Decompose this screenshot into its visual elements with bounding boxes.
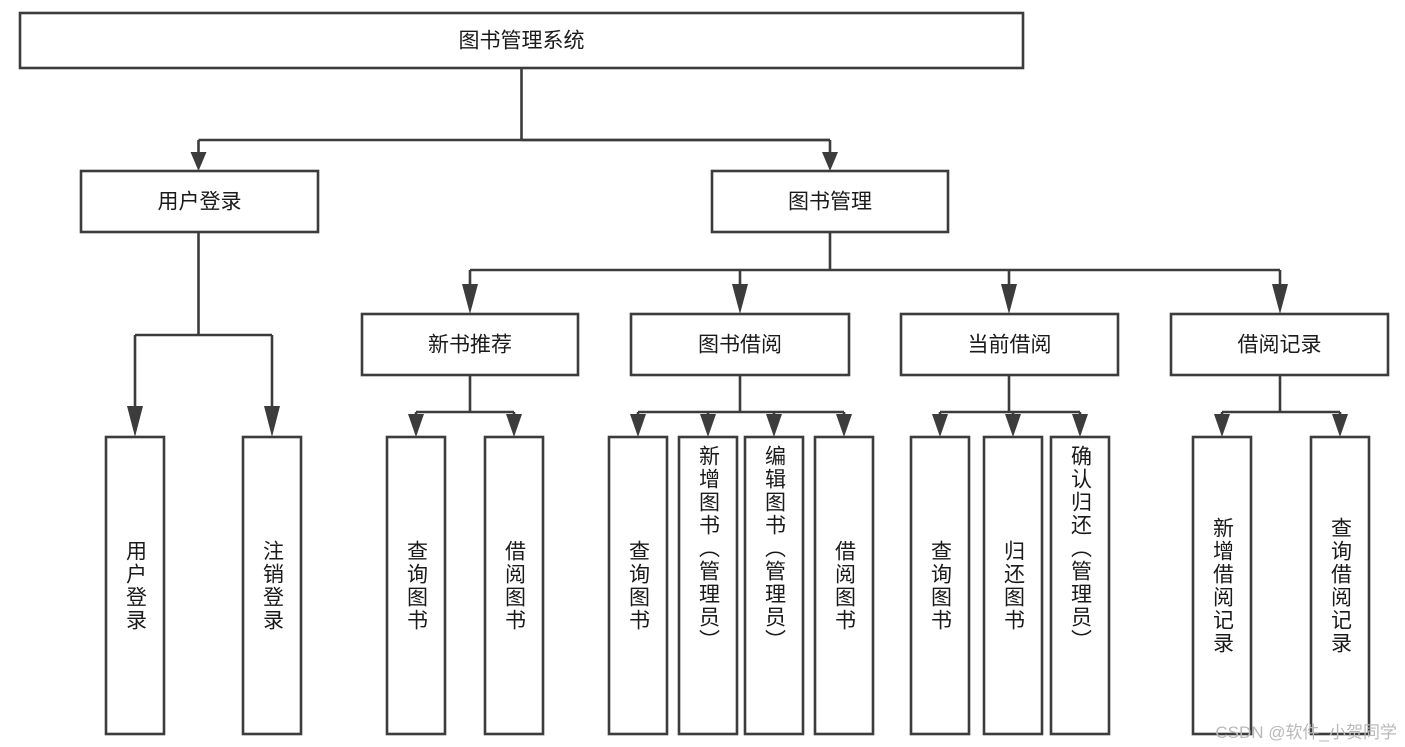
leaf-box-query-book-1[interactable] xyxy=(385,435,447,736)
node-borrowing-records[interactable]: 借阅记录 xyxy=(1169,312,1390,377)
leaf-box-edit-book[interactable] xyxy=(743,435,805,736)
node-user-login-box[interactable] xyxy=(79,169,320,234)
leaf-box-query-book-2[interactable] xyxy=(607,435,669,736)
node-book-management[interactable]: 图书管理 xyxy=(710,169,950,234)
arrow-head-leaf-borrow-book-2 xyxy=(836,414,852,437)
leaf-box-query-book-3[interactable] xyxy=(909,435,971,736)
node-root-box[interactable] xyxy=(18,11,1025,70)
arrow-head-level3-current xyxy=(1001,284,1017,314)
leaf-box-confirm-return[interactable] xyxy=(1049,435,1111,736)
leaf-box-layer xyxy=(104,435,1371,736)
node-book-management-box[interactable] xyxy=(710,169,950,234)
leaf-box-add-record[interactable] xyxy=(1191,435,1253,736)
arrow-head-leaf-confirm-return xyxy=(1072,414,1088,437)
arrow-head-leaf-add-record xyxy=(1214,414,1230,437)
arrow-head-level3-borrow xyxy=(732,284,748,314)
leaf-box-logout[interactable] xyxy=(241,435,303,736)
arrow-head-leaf-add-book xyxy=(700,414,716,437)
arrow-head-level3-new-books xyxy=(462,284,478,314)
arrow-head-leaf-logout xyxy=(264,406,280,437)
node-book-management-label: 图书管理 xyxy=(788,191,872,214)
leaf-box-user-login[interactable] xyxy=(104,435,166,736)
node-root-label: 图书管理系统 xyxy=(459,30,585,53)
node-current-borrowing-label: 当前借阅 xyxy=(968,334,1052,357)
node-book-borrowing[interactable]: 图书借阅 xyxy=(629,312,851,377)
leaf-box-borrow-book-1[interactable] xyxy=(483,435,545,736)
arrow-head-level3-records xyxy=(1272,284,1288,314)
node-current-borrowing[interactable]: 当前借阅 xyxy=(899,312,1120,377)
arrow-head-leaf-query-record xyxy=(1332,414,1348,437)
leaf-box-add-book[interactable] xyxy=(677,435,739,736)
node-borrowing-records-label: 借阅记录 xyxy=(1238,334,1322,357)
node-new-book-recommend-box[interactable] xyxy=(360,312,580,377)
arrow-head-leaf-query-book-1 xyxy=(408,414,424,437)
csdn-watermark: CSDN @软件_小贺同学 xyxy=(1215,723,1397,742)
node-root[interactable]: 图书管理系统 xyxy=(18,11,1025,70)
arrow-head-leaf-query-book-3 xyxy=(932,414,948,437)
arrow-head-level2-right xyxy=(822,152,838,171)
node-book-borrowing-box[interactable] xyxy=(629,312,851,377)
node-user-login-label: 用户登录 xyxy=(158,191,242,214)
leaf-box-query-record[interactable] xyxy=(1309,435,1371,736)
node-new-book-recommend[interactable]: 新书推荐 xyxy=(360,312,580,377)
arrow-head-leaf-user-login xyxy=(127,406,143,437)
node-borrowing-records-box[interactable] xyxy=(1169,312,1390,377)
leaf-box-return-book[interactable] xyxy=(982,435,1044,736)
arrow-head-leaf-return-book xyxy=(1005,414,1021,437)
connector-layer xyxy=(127,68,1348,437)
arrow-head-leaf-edit-book xyxy=(766,414,782,437)
arrow-head-leaf-query-book-2 xyxy=(630,414,646,437)
arrow-head-level2-left xyxy=(190,152,207,171)
node-new-book-recommend-label: 新书推荐 xyxy=(428,334,512,357)
node-current-borrowing-box[interactable] xyxy=(899,312,1120,377)
node-user-login[interactable]: 用户登录 xyxy=(79,169,320,234)
leaf-box-borrow-book-2[interactable] xyxy=(813,435,875,736)
arrow-head-leaf-borrow-book-1 xyxy=(506,414,522,437)
node-book-borrowing-label: 图书借阅 xyxy=(698,334,782,357)
